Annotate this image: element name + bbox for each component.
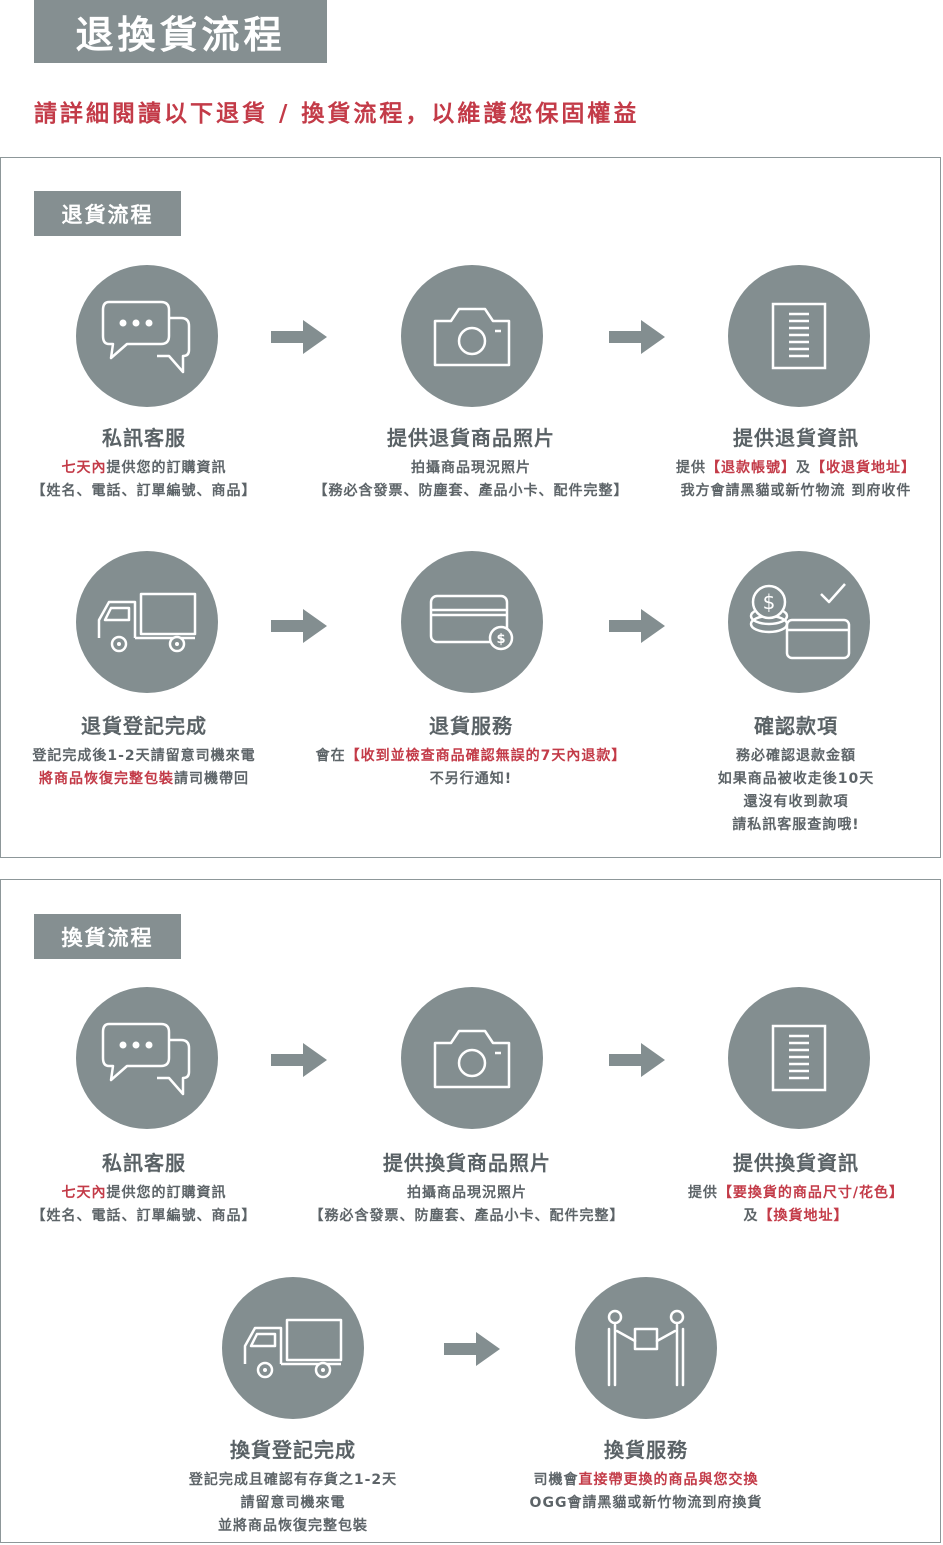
page-title: 退換貨流程 <box>34 0 327 63</box>
step-text: 【收到並檢查商品確認無誤的7天內退款】 <box>345 748 627 764</box>
return-step-2-circle <box>401 265 543 407</box>
exchange-step-3-caption: 提供換貨資訊 提供【要換貨的商品尺寸/花色】 及【換貨地址】 <box>661 1147 931 1228</box>
step-title: 換貨服務 <box>604 1438 688 1462</box>
chat-bubbles-icon <box>101 300 191 374</box>
exchange-step-5-caption: 換貨服務 司機會直接帶更換的商品與您交換 OGG會請黑貓或新竹物流到府換貨 <box>496 1434 796 1515</box>
step-text: 不另行通知! <box>429 771 513 787</box>
svg-text:$: $ <box>763 590 776 614</box>
arrow-right-icon <box>609 609 665 643</box>
credit-card-icon: $ <box>429 594 514 651</box>
step-text: 拍攝商品現況照片 <box>407 1185 527 1201</box>
exchange-step-1-circle <box>76 987 218 1129</box>
exchange-flow-panel: 換貨流程 <box>0 879 941 1543</box>
step-title: 提供退貨資訊 <box>733 426 859 450</box>
step-text: 【務必含發票、防塵套、產品小卡、配件完整】 <box>313 483 629 499</box>
step-text: 七天內 <box>61 460 107 476</box>
exchange-step-3-circle <box>728 987 870 1129</box>
step-text: 提供 <box>687 1185 718 1201</box>
step-text: 還沒有收到款項 <box>743 794 849 810</box>
return-step-2-caption: 提供退貨商品照片 拍攝商品現況照片 【務必含發票、防塵套、產品小卡、配件完整】 <box>293 422 649 503</box>
step-text: 【姓名、電話、訂單編號、商品】 <box>31 1208 257 1224</box>
step-text: OGG會請黑貓或新竹物流到府換貨 <box>529 1495 763 1511</box>
exchange-step-2-circle <box>401 987 543 1129</box>
camera-icon <box>433 1029 511 1089</box>
step-title: 提供退貨商品照片 <box>387 426 555 450</box>
step-text: 七天內 <box>61 1185 107 1201</box>
step-text: 登記完成後1-2天請留意司機來電 <box>32 748 256 764</box>
return-step-3-circle <box>728 265 870 407</box>
exchange-step-4-caption: 換貨登記完成 登記完成且確認有存貨之1-2天 請留意司機來電 並將商品恢復完整包… <box>158 1434 428 1538</box>
people-handover-icon <box>607 1309 685 1387</box>
truck-icon <box>97 592 197 653</box>
return-step-4-caption: 退貨登記完成 登記完成後1-2天請留意司機來電 將商品恢復完整包裝請司機帶回 <box>9 710 279 791</box>
step-text: 【務必含發票、防塵套、產品小卡、配件完整】 <box>309 1208 625 1224</box>
arrow-right-icon <box>271 320 327 354</box>
step-text: 會在 <box>315 748 346 764</box>
return-flow-label: 退貨流程 <box>34 191 181 236</box>
step-title: 私訊客服 <box>102 426 186 450</box>
return-step-5-circle: $ <box>401 551 543 693</box>
return-step-4-circle <box>76 551 218 693</box>
return-step-3-caption: 提供退貨資訊 提供【退款帳號】及【收退貨地址】 我方會請黑貓或新竹物流 到府收件 <box>655 422 937 503</box>
exchange-step-2-caption: 提供換貨商品照片 拍攝商品現況照片 【務必含發票、防塵套、產品小卡、配件完整】 <box>289 1147 645 1228</box>
exchange-step-1-caption: 私訊客服 七天內提供您的訂購資訊 【姓名、電話、訂單編號、商品】 <box>16 1147 272 1228</box>
page-subtitle: 請詳細閱讀以下退貨 / 換貨流程，以維護您保固權益 <box>34 101 640 127</box>
svg-text:$: $ <box>496 632 505 647</box>
exchange-flow-label: 換貨流程 <box>34 914 181 959</box>
chat-bubbles-icon <box>101 1022 191 1096</box>
return-step-5-caption: 退貨服務 會在【收到並檢查商品確認無誤的7天內退款】 不另行通知! <box>293 710 649 791</box>
arrow-right-icon <box>609 1043 665 1077</box>
step-text: 提供您的訂購資訊 <box>106 1185 227 1201</box>
step-text: 【姓名、電話、訂單編號、商品】 <box>31 483 257 499</box>
camera-icon <box>433 307 511 367</box>
step-text: 【要換貨的商品尺寸/花色】 <box>717 1185 905 1201</box>
step-text: 務必確認退款金額 <box>736 748 856 764</box>
truck-icon <box>243 1318 343 1379</box>
return-step-6-circle: $ <box>728 551 870 693</box>
step-title: 退貨服務 <box>429 714 513 738</box>
step-text: 直接帶更換的商品與您交換 <box>578 1472 759 1488</box>
step-text: 登記完成且確認有存貨之1-2天 <box>188 1472 398 1488</box>
return-step-1-circle <box>76 265 218 407</box>
step-title: 提供換貨資訊 <box>733 1151 859 1175</box>
step-text: 及 <box>796 460 811 476</box>
step-title: 退貨登記完成 <box>81 714 207 738</box>
step-text: 請司機帶回 <box>174 771 249 787</box>
document-icon <box>771 1024 827 1092</box>
step-title: 換貨登記完成 <box>230 1438 356 1462</box>
step-text: 【收退貨地址】 <box>811 460 916 476</box>
arrow-right-icon <box>609 320 665 354</box>
return-step-6-caption: 確認款項 務必確認退款金額 如果商品被收走後10天 還沒有收到款項 請私訊客服查… <box>681 710 911 837</box>
exchange-step-4-circle <box>222 1277 364 1419</box>
step-text: 並將商品恢復完整包裝 <box>218 1518 368 1534</box>
exchange-step-5-circle <box>575 1277 717 1419</box>
step-text: 及 <box>743 1208 759 1224</box>
step-text: 請私訊客服查詢哦! <box>732 817 860 833</box>
arrow-right-icon <box>444 1332 500 1366</box>
step-title: 私訊客服 <box>102 1151 186 1175</box>
return-flow-panel: 退貨流程 <box>0 157 941 858</box>
arrow-right-icon <box>271 1043 327 1077</box>
step-title: 提供換貨商品照片 <box>383 1151 551 1175</box>
step-text: 我方會請黑貓或新竹物流 到府收件 <box>680 483 912 499</box>
step-text: 【換貨地址】 <box>758 1208 849 1224</box>
step-text: 提供您的訂購資訊 <box>106 460 227 476</box>
step-text: 拍攝商品現況照片 <box>411 460 531 476</box>
step-text: 請留意司機來電 <box>240 1495 346 1511</box>
step-text: 提供 <box>676 460 706 476</box>
return-step-1-caption: 私訊客服 七天內提供您的訂購資訊 【姓名、電話、訂單編號、商品】 <box>16 422 272 503</box>
step-text: 如果商品被收走後10天 <box>717 771 875 787</box>
step-title: 確認款項 <box>754 714 838 738</box>
step-text: 將商品恢復完整包裝 <box>39 771 174 787</box>
document-icon <box>771 302 827 370</box>
coins-check-icon: $ <box>749 583 851 660</box>
step-text: 【退款帳號】 <box>706 460 796 476</box>
arrow-right-icon <box>271 609 327 643</box>
step-text: 司機會 <box>533 1472 579 1488</box>
